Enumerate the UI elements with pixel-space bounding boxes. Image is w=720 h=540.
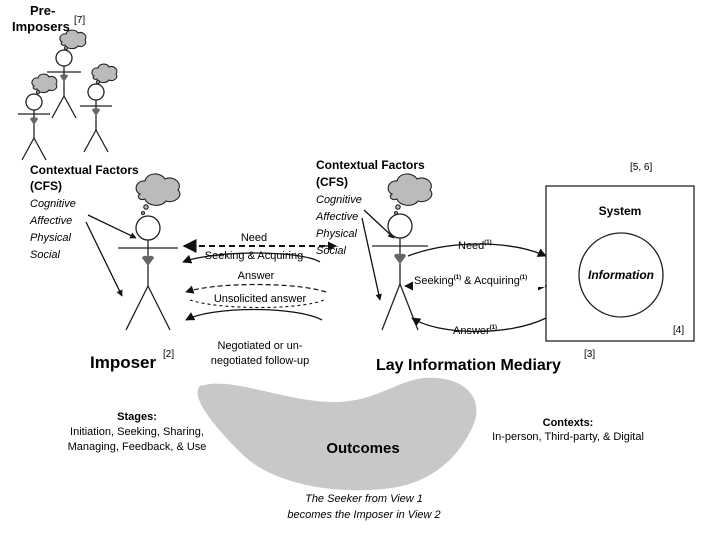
followup-label-line1: Negotiated or un- (218, 340, 303, 352)
unsolicited-label: Unsolicited answer (214, 293, 307, 305)
svg-text:Lay Information Mediary: Lay Information Mediary (376, 357, 561, 374)
mediary-seeking-label: Seeking(1) & Acquiring(1) (414, 275, 527, 287)
svg-text:(CFS): (CFS) (316, 175, 348, 189)
svg-text:Managing, Feedback, & Use: Managing, Feedback, & Use (68, 441, 207, 453)
svg-text:Contextual Factors: Contextual Factors (316, 158, 425, 172)
followup-label-line2: negotiated follow-up (211, 355, 309, 367)
factors-to-mediary-arrow (363, 209, 395, 239)
answer-label: Answer (238, 270, 275, 282)
stages-block: Stages: Initiation, Seeking, Sharing, Ma… (68, 411, 207, 453)
unsolicited-lower-curve (189, 299, 325, 309)
factors-to-imposer-arrow (85, 221, 123, 297)
mediary-need-label: Need(1) (458, 240, 492, 252)
factor-item: Physical (316, 228, 358, 240)
factor-item: Cognitive (316, 194, 362, 206)
svg-text:Contexts:: Contexts: (543, 417, 594, 429)
factor-item: Affective (315, 211, 358, 223)
imposer-figure (118, 173, 181, 331)
imposer-label: Imposer [2] (90, 349, 174, 372)
thought-cloud-icon (135, 173, 181, 216)
outcomes-label: Outcomes (326, 440, 399, 457)
mediary-label: Lay Information Mediary [3] (376, 349, 595, 374)
preimposer-figure-left (18, 73, 58, 161)
factor-item: Physical (30, 232, 72, 244)
factors-to-mediary-arrow (361, 217, 382, 301)
thought-cloud-icon (31, 73, 58, 95)
answer-arrow (182, 252, 321, 264)
contexts-block: Contexts: In-person, Third-party, & Digi… (492, 417, 644, 443)
svg-text:Stages:: Stages: (117, 411, 157, 423)
information-label: Information (588, 268, 654, 282)
factor-item: Cognitive (30, 198, 76, 210)
unsolicited-arrow (185, 283, 327, 294)
outcomes-blob (197, 377, 477, 491)
preimposer-figure-right (80, 63, 118, 153)
imposer-contextual-factors: Contextual Factors (CFS) Cognitive Affec… (29, 163, 139, 261)
mediary-figure (372, 173, 433, 331)
svg-text:The Seeker from View 1: The Seeker from View 1 (305, 493, 423, 505)
svg-text:Contextual Factors: Contextual Factors (30, 163, 139, 177)
mediary-contextual-factors: Contextual Factors (CFS) Cognitive Affec… (315, 158, 425, 257)
thought-cloud-icon (59, 29, 87, 51)
svg-text:In-person, Third-party, & Digi: In-person, Third-party, & Digital (492, 431, 644, 443)
svg-text:becomes the Imposer in View 2: becomes the Imposer in View 2 (287, 509, 440, 521)
factor-item: Social (316, 245, 347, 257)
system-ref-bottom: [4] (673, 325, 684, 336)
preimposer-figure-middle (47, 29, 87, 119)
system-title: System (599, 204, 642, 218)
svg-text:Imposer: Imposer (90, 353, 157, 372)
factor-item: Social (30, 249, 61, 261)
need-label: Need (241, 232, 267, 244)
thought-cloud-icon (91, 63, 118, 85)
preimposers-title: Pre- Imposers [7] (12, 3, 85, 34)
svg-text:Pre-: Pre- (30, 3, 55, 18)
factor-item: Affective (29, 215, 72, 227)
mediary-answer-label: Answer(1) (453, 325, 497, 337)
svg-text:Initiation, Seeking, Sharing,: Initiation, Seeking, Sharing, (70, 426, 204, 438)
svg-text:Imposers: Imposers (12, 19, 70, 34)
seeking-label: Seeking & Acquiring (205, 250, 303, 262)
system-box: [5, 6] System Information [4] (545, 162, 695, 342)
preimposers-ref: [7] (74, 15, 85, 26)
imposer-ref: [2] (163, 349, 174, 360)
mediary-need-arrow (407, 243, 547, 257)
system-ref-top: [5, 6] (630, 162, 652, 173)
mediary-ref: [3] (584, 349, 595, 360)
caption: The Seeker from View 1 becomes the Impos… (287, 493, 440, 521)
factors-to-imposer-arrow (87, 214, 137, 239)
thought-cloud-icon (387, 173, 433, 216)
followup-arrow (185, 308, 323, 321)
information-circle (578, 232, 664, 318)
svg-text:(CFS): (CFS) (30, 179, 62, 193)
mediary-answer-arrow (411, 317, 547, 333)
